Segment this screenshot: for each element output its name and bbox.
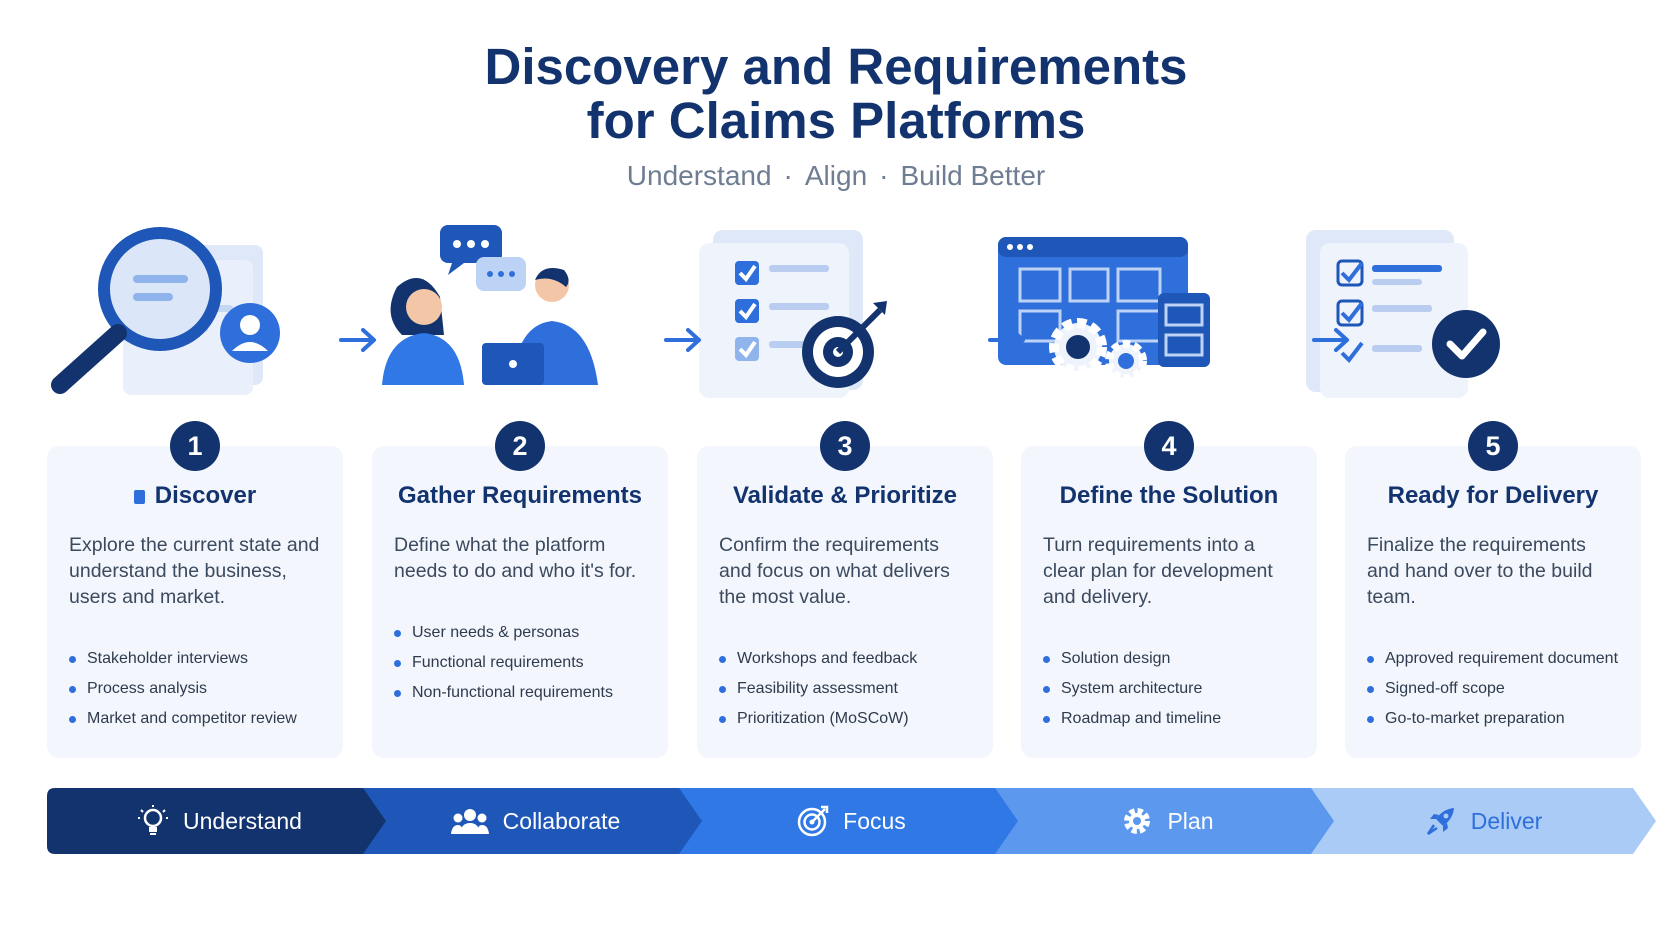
step-card-define-solution: Define the Solution Turn requirements in… [1021,446,1317,758]
step-item-list: Stakeholder interviews Process analysis … [69,644,321,734]
phase-collaborate: Collaborate [363,788,708,854]
step-item-list: Workshops and feedback Feasibility asses… [719,644,971,734]
page-title: Discovery and Requirements for Claims Pl… [0,40,1672,148]
list-item: Workshops and feedback [719,644,971,674]
list-item: Signed-off scope [1367,674,1619,704]
subtitle-word-3: Build Better [900,160,1046,191]
list-item: Process analysis [69,674,321,704]
conversation-people-icon [382,225,598,385]
step-title: Ready for Delivery [1387,482,1599,509]
title-line-2: for Claims Platforms [586,92,1086,149]
step-number-badge: 2 [495,421,545,471]
page-subtitle: Understand·Align·Build Better [626,160,1046,191]
step-card-gather-requirements: Gather Requirements Define what the plat… [372,446,668,758]
rocket-icon [1426,808,1454,836]
list-item: Roadmap and timeline [1043,704,1295,734]
phase-focus: Focus [679,788,1024,854]
phase-understand: Understand [47,788,392,854]
title-line-1: Discovery and Requirements [484,38,1188,95]
step-title: Validate & Prioritize [732,482,958,509]
list-item: Stakeholder interviews [69,644,321,674]
list-item: Functional requirements [394,648,646,678]
list-item: Approved requirement document [1367,644,1619,674]
list-item: Prioritization (MoSCoW) [719,704,971,734]
phase-label: Plan [1167,807,1214,834]
phase-label: Focus [843,807,906,834]
step-item-list: User needs & personas Functional require… [394,618,646,708]
document-icon [133,490,145,504]
step-description: Turn requirements into a clear plan for … [1043,534,1273,608]
people-icon [450,809,489,834]
list-item: Solution design [1043,644,1295,674]
list-item: Go-to-market preparation [1367,704,1619,734]
step-description: Finalize the requirements and hand over … [1367,534,1593,608]
list-item: Non-functional requirements [394,678,646,708]
subtitle-word-2: Align [804,160,868,191]
step-number-badge: 5 [1468,421,1518,471]
step-card-discover: Discover Explore the current state and u… [47,446,343,758]
arrow-right-icon [339,328,376,352]
phase-plan: Plan [995,788,1340,854]
list-item: Market and competitor review [69,704,321,734]
step-title: Gather Requirements [397,482,643,509]
phase-deliver: Deliver [1311,788,1656,854]
subtitle-word-1: Understand [626,160,772,191]
list-item: System architecture [1043,674,1295,704]
step-number-badge: 4 [1144,421,1194,471]
checklist-approved-icon [1306,230,1500,398]
step-card-validate-prioritize: Validate & Prioritize Confirm the requir… [697,446,993,758]
step-title: Define the Solution [1059,482,1279,509]
magnifier-document-user-icon [51,227,280,395]
arrow-right-icon [664,328,701,352]
lightbulb-icon [138,805,169,835]
step-number-badge: 3 [820,421,870,471]
list-item: Feasibility assessment [719,674,971,704]
checklist-target-icon [699,230,887,398]
step-card-ready-for-delivery: Ready for Delivery Finalize the requirem… [1345,446,1641,758]
phase-label: Collaborate [502,807,621,834]
target-icon [797,805,829,837]
phase-label: Deliver [1470,807,1543,834]
phase-label: Understand [183,807,302,834]
step-description: Explore the current state and understand… [69,534,320,608]
gear-icon [1124,808,1151,834]
step-description: Confirm the requirements and focus on wh… [719,534,950,608]
step-number-badge: 1 [170,421,220,471]
step-item-list: Solution design System architecture Road… [1043,644,1295,734]
step-description: Define what the platform needs to do and… [394,534,637,582]
arrow-right-icon [988,328,1025,352]
step-title: Discover [154,482,257,509]
arrow-right-icon [1312,328,1349,352]
dashboard-gears-icon [998,237,1210,382]
step-item-list: Approved requirement document Signed-off… [1367,644,1619,734]
list-item: User needs & personas [394,618,646,648]
